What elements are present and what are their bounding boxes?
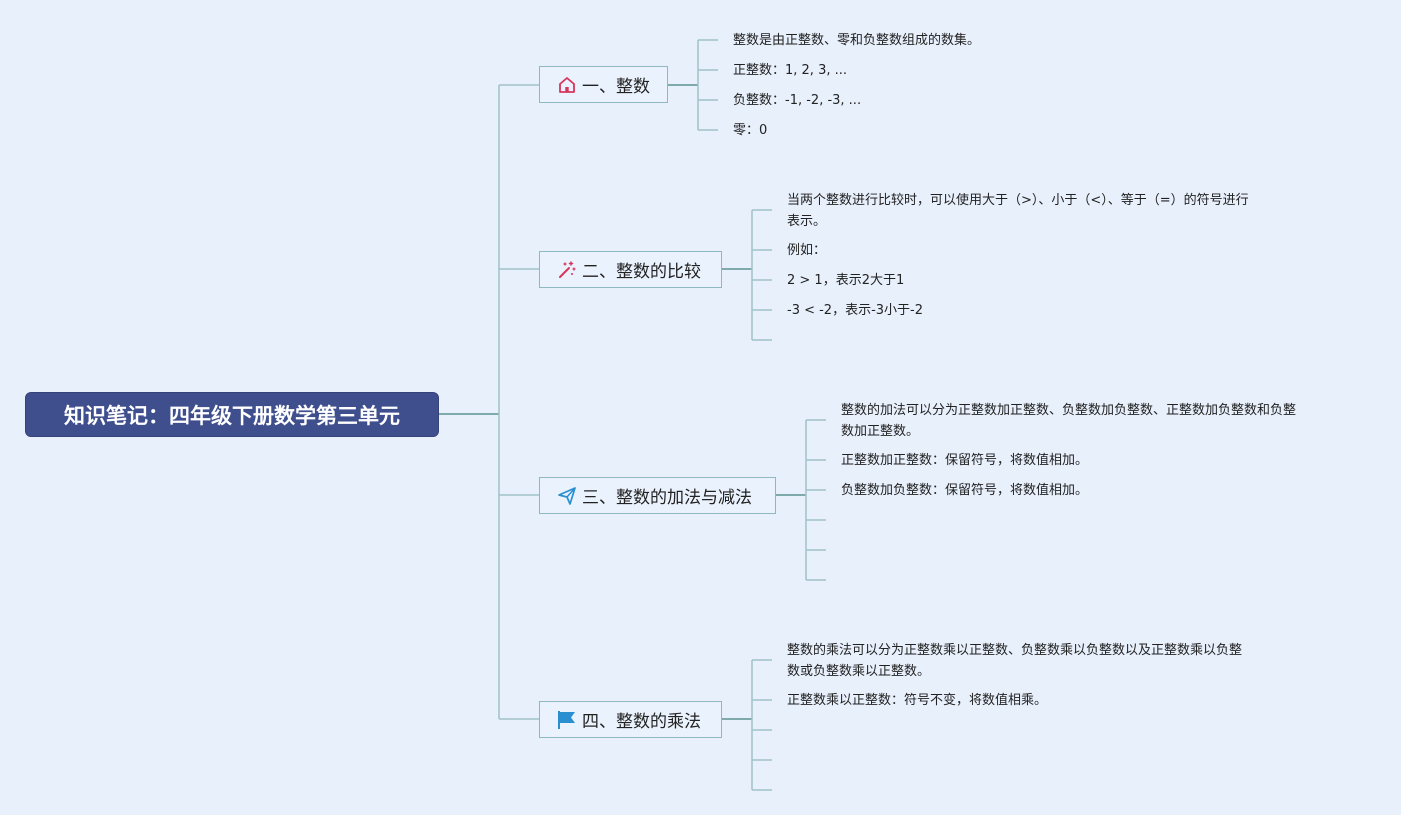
leaf-item: 负整数：-1, -2, -3, ... — [733, 93, 862, 108]
leaf-item: -3 < -2，表示-3小于-2 — [787, 303, 924, 318]
root-topic[interactable]: 知识笔记：四年级下册数学第三单元 — [25, 392, 439, 437]
leaf-item: 正整数乘以正整数：符号不变，将数值相乘。 — [787, 693, 1048, 708]
root-title: 知识笔记：四年级下册数学第三单元 — [64, 403, 400, 428]
leaf-item: 2 > 1，表示2大于1 — [787, 273, 905, 288]
branch-label: 二、整数的比较 — [582, 262, 701, 282]
branch-addition-subtraction[interactable]: 三、整数的加法与减法 — [539, 477, 776, 514]
leaf-item: 整数的乘法可以分为正整数乘以正整数、负整数乘以负整数以及正整数乘以负整 数或负整… — [787, 643, 1243, 679]
leaf-item: 负整数加负整数：保留符号，将数值相加。 — [841, 483, 1089, 498]
branch-label: 四、整数的乘法 — [582, 712, 701, 732]
flag-icon — [556, 709, 578, 731]
paper-plane-icon — [556, 485, 578, 507]
leaf-item: 正整数：1, 2, 3, ... — [733, 63, 848, 78]
home-icon — [556, 74, 578, 96]
leaf-item: 整数的加法可以分为正整数加正整数、负整数加负整数、正整数加负整数和负整 数加正整… — [841, 403, 1297, 439]
leaf-item: 正整数加正整数：保留符号，将数值相加。 — [841, 453, 1089, 468]
leaf-item: 例如： — [787, 243, 827, 258]
branch-integers[interactable]: 一、整数 — [539, 66, 668, 103]
branch-label: 三、整数的加法与减法 — [582, 488, 752, 508]
leaf-item: 整数是由正整数、零和负整数组成的数集。 — [733, 33, 981, 48]
leaf-item: 当两个整数进行比较时，可以使用大于（>）、小于（<）、等于（=）的符号进行 表示… — [787, 193, 1249, 229]
branch-multiplication[interactable]: 四、整数的乘法 — [539, 701, 722, 738]
magic-wand-icon — [556, 259, 578, 281]
leaf-item: 零：0 — [733, 123, 768, 138]
branch-integer-comparison[interactable]: 二、整数的比较 — [539, 251, 722, 288]
branch-label: 一、整数 — [582, 77, 650, 97]
